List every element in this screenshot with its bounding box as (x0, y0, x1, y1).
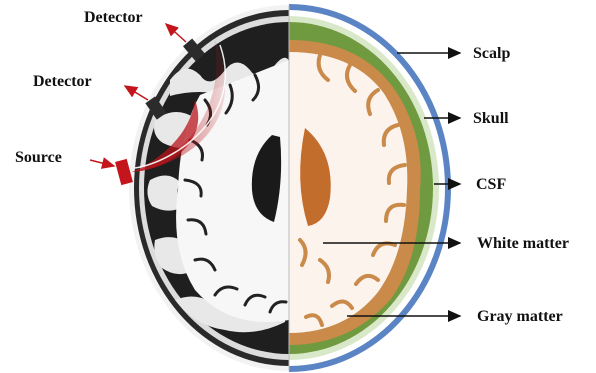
scalp-label: Scalp (473, 45, 510, 62)
csf-label: CSF (476, 176, 506, 193)
detector-mid-label: Detector (33, 73, 92, 90)
detector-mid-arrow (125, 86, 148, 100)
detector-top-arrow (166, 24, 186, 42)
white-matter-label: White matter (477, 235, 569, 252)
skull-label: Skull (473, 110, 509, 127)
source-arrow (90, 160, 114, 166)
source-label: Source (15, 149, 62, 166)
gray-matter-label: Gray matter (477, 308, 563, 325)
detector-top-label: Detector (84, 9, 143, 26)
